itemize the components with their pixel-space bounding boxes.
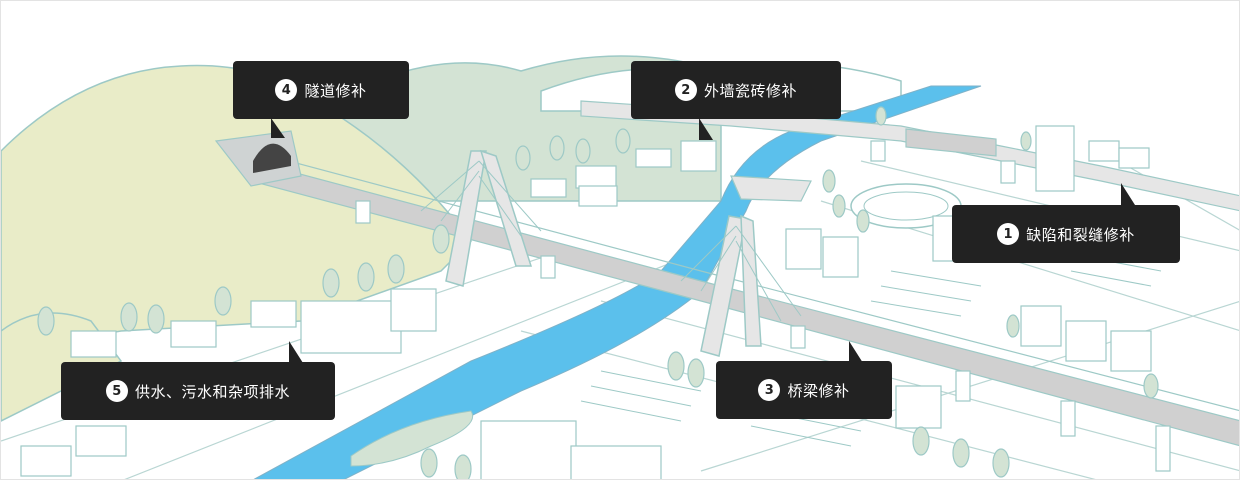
buildings — [20, 125, 1152, 479]
bridge-cables — [420, 160, 802, 322]
callout-label: 隧道修补 — [304, 81, 367, 100]
train-station — [905, 128, 997, 157]
river-island — [350, 410, 473, 467]
bridge-pylons — [445, 149, 762, 357]
callout-number: 1 — [997, 223, 1020, 245]
dam — [730, 175, 812, 202]
callout-water-drainage[interactable]: 5 供水、污水和杂项排水 — [61, 362, 335, 420]
callout-number: 4 — [275, 79, 298, 101]
callout-exterior-tile-repair[interactable]: 2 外墙瓷砖修补 — [631, 61, 841, 119]
bridge-piers — [355, 140, 1171, 472]
callout-pointer — [1121, 183, 1135, 205]
callout-number: 2 — [674, 79, 697, 101]
callout-defect-crack-repair[interactable]: 1 缺陷和裂缝修补 — [952, 205, 1180, 263]
callout-pointer — [271, 118, 285, 138]
callout-tunnel-repair[interactable]: 4 隧道修补 — [233, 61, 409, 119]
callout-pointer — [699, 118, 713, 140]
callout-bridge-repair[interactable]: 3 桥梁修补 — [716, 361, 892, 419]
callout-label: 桥梁修补 — [787, 381, 850, 400]
callout-pointer — [289, 341, 303, 363]
callout-pointer — [849, 341, 863, 363]
trees — [37, 106, 1159, 479]
callout-number: 3 — [758, 379, 781, 401]
tunnel-opening — [253, 143, 291, 173]
callout-number: 5 — [105, 380, 128, 402]
callout-label: 外墙瓷砖修补 — [703, 81, 797, 100]
callout-label: 缺陷和裂缝修补 — [1026, 225, 1135, 244]
callout-label: 供水、污水和杂项排水 — [134, 382, 290, 401]
